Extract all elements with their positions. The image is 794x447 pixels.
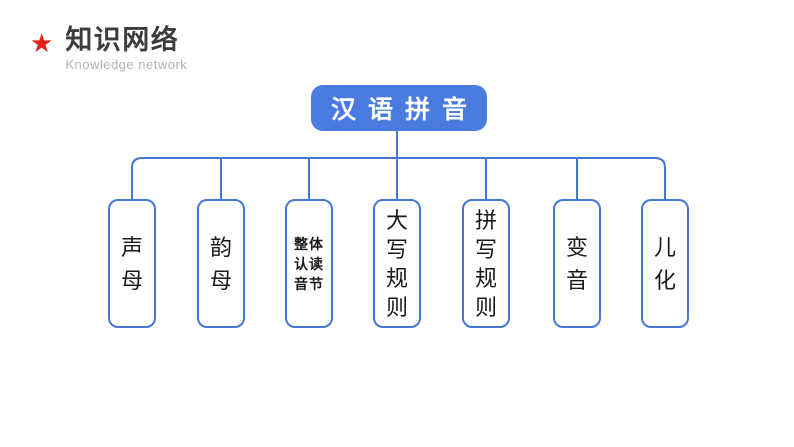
node-label: 大 写 规 则 xyxy=(385,207,408,320)
node-finals: 韵 母 xyxy=(197,199,245,328)
node-label: 声 母 xyxy=(120,234,143,293)
page-subtitle: Knowledge network xyxy=(65,57,188,73)
node-label: 变 音 xyxy=(565,234,588,293)
header-text: 知识网络 Knowledge network xyxy=(65,24,187,72)
node-label: 拼 写 规 则 xyxy=(474,207,497,320)
node-whole-recognized-syllables: 整体 认读 音节 xyxy=(285,199,333,328)
root-node-hanyu-pinyin: 汉语拼音 xyxy=(311,85,487,131)
node-sound-change: 变 音 xyxy=(553,199,601,328)
node-erhua: 儿 化 xyxy=(641,199,689,328)
star-icon: ★ xyxy=(30,28,54,58)
node-label: 韵 母 xyxy=(209,234,232,293)
node-capitalization-rules: 大 写 规 则 xyxy=(373,199,421,328)
page-title: 知识网络 xyxy=(65,25,180,55)
node-label: 儿 化 xyxy=(653,234,676,293)
slide-header: ★ 知识网络 Knowledge network xyxy=(30,24,187,72)
node-initials: 声 母 xyxy=(108,199,156,328)
node-spelling-rules: 拼 写 规 则 xyxy=(462,199,510,328)
node-label: 整体 认读 音节 xyxy=(294,235,324,292)
root-node-label: 汉语拼音 xyxy=(330,96,479,124)
